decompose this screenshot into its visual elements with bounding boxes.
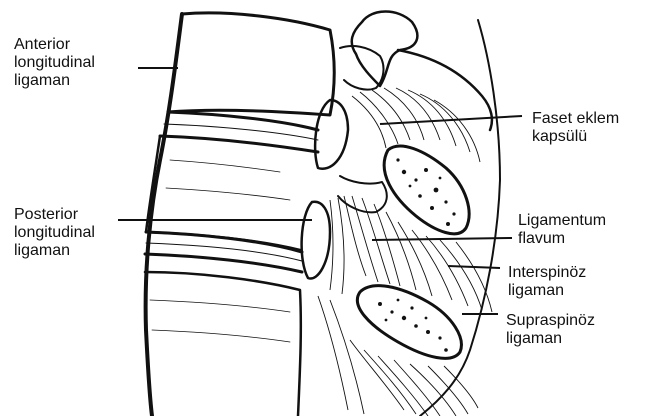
label-interspinoz-ligaman: Interspinöz ligaman (508, 264, 586, 300)
leader-lines (118, 68, 522, 314)
anterior-column-edge (146, 14, 182, 416)
lower-vertebral-body (145, 272, 301, 416)
lower-spinous-process (357, 286, 461, 359)
label-supraspinoz-ligaman: Supraspinöz ligaman (506, 312, 595, 348)
lamina (338, 176, 387, 212)
label-faset-eklem-kapsulu: Faset eklem kapsülü (532, 110, 619, 146)
label-posterior-longitudinal-ligament: Posterior longitudinal ligaman (14, 206, 95, 260)
leader-interspinoz (448, 266, 500, 268)
label-ligamentum-flavum: Ligamentum flavum (518, 212, 606, 248)
posterior-ligament-lower (302, 202, 330, 279)
upper-vertebral-body (168, 13, 334, 115)
leader-flavum (372, 238, 512, 240)
label-anterior-longitudinal-ligament: Anterior longitudinal ligaman (14, 36, 95, 90)
lower-disc (145, 232, 302, 272)
facet-joint (352, 12, 418, 87)
upper-disc (160, 112, 318, 152)
ligament-fibers (318, 88, 492, 416)
